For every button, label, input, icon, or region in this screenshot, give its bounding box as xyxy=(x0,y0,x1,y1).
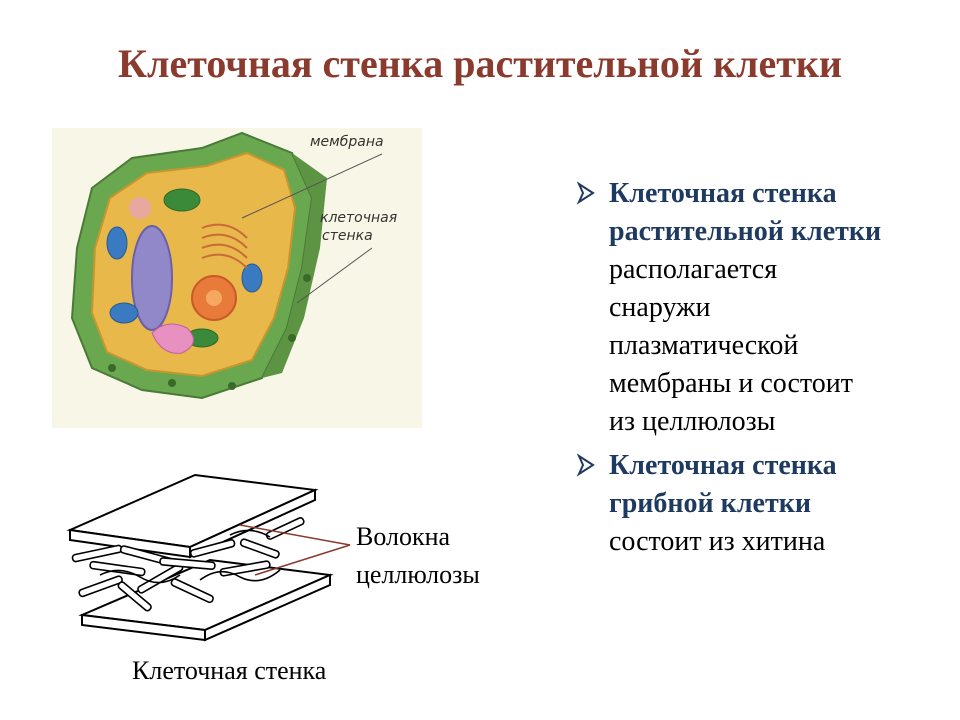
bullet-1-text-line: мембраны и состоит xyxy=(609,365,945,403)
cellulose-fibers-label: Волокна целлюлозы xyxy=(356,518,480,594)
bullet-1-text-line: из целлюлозы xyxy=(609,403,945,441)
wall-label-line2: стенка xyxy=(322,228,373,244)
bullet-list: Клеточная стенка растительной клетки рас… xyxy=(575,175,945,567)
wall-label-line1: клеточная xyxy=(320,210,397,226)
bullet-plant-wall: Клеточная стенка растительной клетки рас… xyxy=(575,175,945,441)
bullet-1-heading-line1: Клеточная стенка xyxy=(609,175,945,213)
bullet-2-heading-line1: Клеточная стенка xyxy=(609,447,945,485)
wall-caption: Клеточная стенка xyxy=(132,656,326,686)
bullet-2-text-line: состоит из хитина xyxy=(609,523,945,561)
page-title: Клеточная стенка растительной клетки xyxy=(0,40,960,87)
membrane-label: мембрана xyxy=(310,134,384,150)
bullet-1-text-line: снаружи xyxy=(609,289,945,327)
bullet-1-heading-line2: растительной клетки xyxy=(609,213,945,251)
bullet-fungal-wall: Клеточная стенка грибной клетки состоит … xyxy=(575,447,945,561)
arrow-bullet-icon xyxy=(575,181,599,205)
plant-cell-illustration: мембрана клеточная стенка xyxy=(52,128,422,428)
bullet-1-text-line: располагается xyxy=(609,251,945,289)
fibers-label-line1: Волокна xyxy=(356,518,480,556)
arrow-bullet-icon xyxy=(575,453,599,477)
fibers-label-line2: целлюлозы xyxy=(356,556,480,594)
bullet-2-heading-line2: грибной клетки xyxy=(609,485,945,523)
bullet-1-text-line: плазматической xyxy=(609,327,945,365)
